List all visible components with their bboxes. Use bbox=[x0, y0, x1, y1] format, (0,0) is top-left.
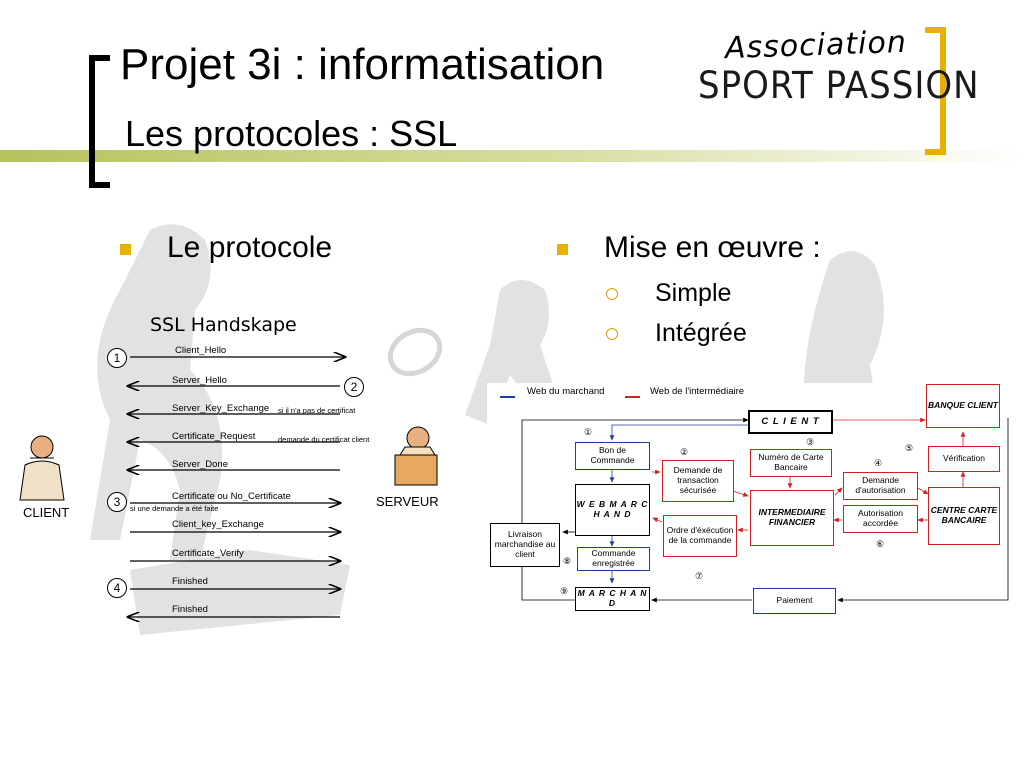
msg-finished-client: Finished bbox=[172, 576, 208, 587]
logo-line-2: SPORT PASSION bbox=[698, 64, 980, 108]
bullet-right: Mise en œuvre : bbox=[604, 231, 821, 264]
server-label: SERVEUR bbox=[376, 494, 439, 509]
msg-finished-server: Finished bbox=[172, 604, 208, 615]
left-bracket bbox=[89, 55, 110, 188]
demande-transaction-box: Demande de transaction sécurisée bbox=[662, 460, 734, 502]
marchand-box: M A R C H A N D bbox=[575, 587, 650, 611]
intermediaire-financier-box: INTERMEDIAIRE FINANCIER bbox=[750, 490, 834, 546]
msg-certificate: Certificate ou No_Certificate bbox=[172, 491, 291, 502]
msg-certificate-verify: Certificate_Verify bbox=[172, 548, 244, 559]
step-circle-2: 2 bbox=[344, 377, 364, 397]
bullet-left: Le protocole bbox=[167, 231, 333, 264]
sub-bullet-integree: Intégrée bbox=[655, 319, 747, 347]
client-figure bbox=[19, 435, 65, 501]
sub-bullet-circle bbox=[606, 328, 618, 340]
step-circle-3: 3 bbox=[107, 492, 127, 512]
handshake-title: SSL Handskape bbox=[150, 314, 297, 336]
centre-carte-bancaire-box: CENTRE CARTE BANCAIRE bbox=[928, 487, 1000, 545]
flow-number-6: ⑥ bbox=[876, 539, 885, 549]
step-circle-1: 1 bbox=[107, 348, 127, 368]
bullet-square bbox=[120, 244, 131, 255]
msg-client-key-exchange: Client_key_Exchange bbox=[172, 519, 264, 530]
legend-blue-label: Web du marchand bbox=[527, 386, 605, 397]
client-box: C L I E N T bbox=[748, 410, 833, 434]
right-bracket bbox=[925, 27, 946, 155]
msg-client-hello: Client_Hello bbox=[175, 345, 227, 356]
flow-number-3: ③ bbox=[806, 437, 815, 447]
ordre-execution-box: Ordre d'éxécution de la commande bbox=[663, 515, 737, 557]
title-accent-line bbox=[0, 150, 1024, 162]
bon-de-commande-box: Bon de Commande bbox=[575, 442, 650, 470]
note-client-certificate: demande du certificat client bbox=[278, 435, 370, 444]
step-circle-4: 4 bbox=[107, 578, 127, 598]
sub-bullet-circle bbox=[606, 288, 618, 300]
flow-number-7: ⑦ bbox=[695, 571, 704, 581]
commande-enregistree-box: Commande enregistrée bbox=[577, 547, 650, 571]
flow-number-8: ⑧ bbox=[563, 556, 572, 566]
note-if-requested: si une demande a été faite bbox=[130, 504, 219, 513]
flow-number-4: ④ bbox=[874, 458, 883, 468]
numero-carte-box: Numéro de Carte Bancaire bbox=[750, 449, 832, 477]
msg-server-hello: Server_Hello bbox=[172, 375, 227, 386]
sub-bullet-simple: Simple bbox=[655, 279, 732, 307]
server-figure bbox=[394, 426, 438, 486]
note-no-certificate: si il n'a pas de certificat bbox=[278, 406, 356, 415]
verification-box: Vérification bbox=[928, 446, 1000, 472]
flow-number-9: ⑨ bbox=[560, 586, 569, 596]
legend-red-label: Web de l'intermédiaire bbox=[650, 386, 745, 397]
msg-server-key-exchange: Server_Key_Exchange bbox=[172, 403, 270, 414]
flow-number-1: ① bbox=[584, 427, 593, 437]
paiement-box: Paiement bbox=[753, 588, 836, 614]
slide-subtitle: Les protocoles : SSL bbox=[125, 113, 458, 154]
slide-title: Projet 3i : informatisation bbox=[120, 40, 605, 89]
demande-autorisation-box: Demande d'autorisation bbox=[843, 472, 918, 500]
autorisation-accordee-box: Autorisation accordée bbox=[843, 505, 918, 533]
client-label: CLIENT bbox=[23, 505, 70, 520]
flow-number-2: ② bbox=[680, 447, 689, 457]
web-marchand-box: W E B M A R C H A N D bbox=[575, 484, 650, 536]
flow-number-5: ⑤ bbox=[905, 443, 914, 453]
msg-server-done: Server_Done bbox=[172, 459, 228, 470]
livraison-box: Livraison marchandise au client bbox=[490, 523, 560, 567]
banque-client-box: BANQUE CLIENT bbox=[926, 384, 1000, 428]
msg-certificate-request: Certificate_Request bbox=[172, 431, 256, 442]
bullet-square bbox=[557, 244, 568, 255]
